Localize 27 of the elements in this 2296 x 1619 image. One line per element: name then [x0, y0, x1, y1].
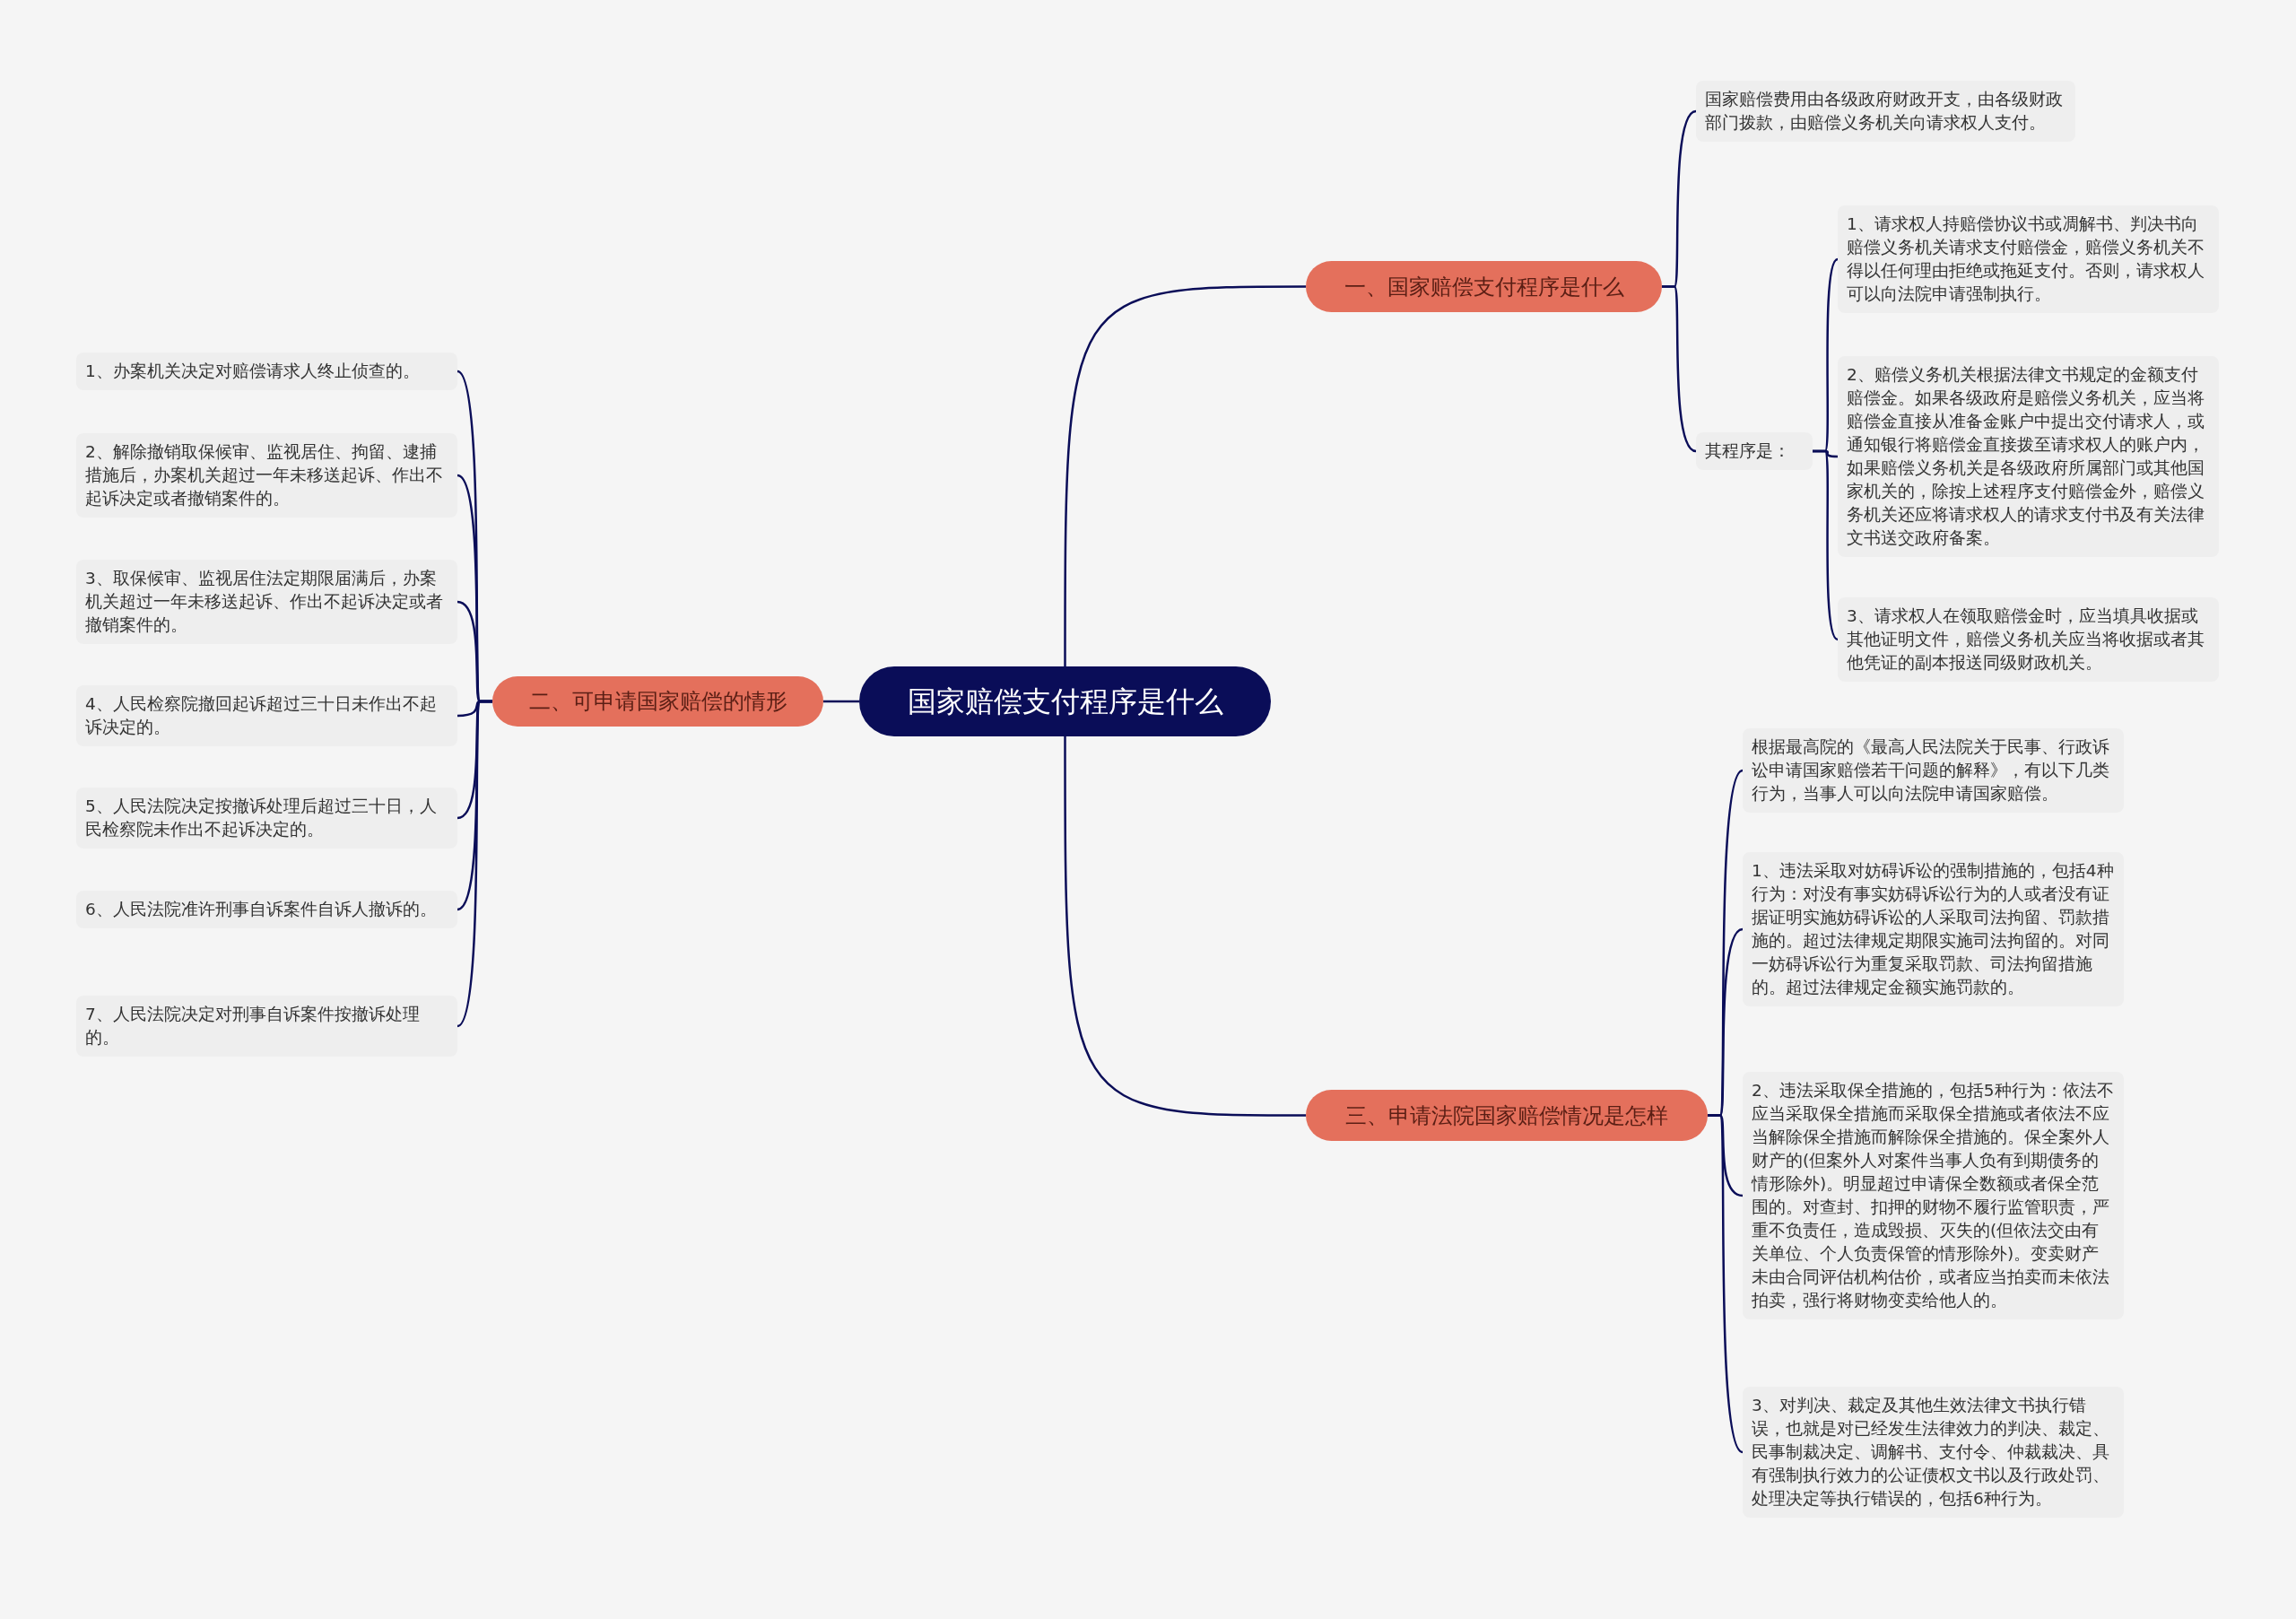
text-card: 3、请求权人在领取赔偿金时，应当填具收据或其他证明文件，赔偿义务机关应当将收据或者其他凭证的副本报送同级财政机关。 [1838, 597, 2219, 682]
connector-line [1064, 736, 1306, 1117]
text-card: 1、办案机关决定对赔偿请求人终止侦查的。 [76, 353, 457, 390]
text-card: 2、违法采取保全措施的，包括5种行为：依法不应当采取保全措施而采取保全措施或者依法不应当解除保全措施而解除保全措施的。保全案外人财产的(但案外人对案件当事人负有到期债务的情形除外)。明显超过申请保全数额或者保全范围的。对查封、扣押的财物不履行监管职责，严重不负责任，造成毁损、灭失的(但依法交由有关单位、个人负责保管的情形除外)。变卖财产未由合同评估机构估价，或者应当拍卖而未依法拍卖，强行将财物变卖给他人的。 [1743, 1072, 2124, 1319]
text-card: 3、对判决、裁定及其他生效法律文书执行错误，也就是对已经发生法律效力的判决、裁定、民事制裁决定、调解书、支付令、仲裁裁决、具有强制执行效力的公证债权文书以及行政处罚、处理决定等执行错误的，包括6种行为。 [1743, 1387, 2124, 1518]
central-topic: 国家赔偿支付程序是什么 [859, 666, 1271, 736]
text-card: 根据最高院的《最高人民法院关于民事、行政诉讼申请国家赔偿若干问题的解释》，有以下几类行为，当事人可以向法院申请国家赔偿。 [1743, 728, 2124, 813]
text-card: 其程序是： [1696, 432, 1813, 470]
text-card: 6、人民法院准许刑事自诉案件自诉人撤诉的。 [76, 891, 457, 928]
text-card: 3、取保候审、监视居住法定期限届满后，办案机关超过一年未移送起诉、作出不起诉决定或者撤销案件的。 [76, 560, 457, 644]
text-card: 2、解除撤销取保候审、监视居住、拘留、逮捕措施后，办案机关超过一年未移送起诉、作出不起诉决定或者撤销案件的。 [76, 433, 457, 518]
connector-line [1708, 1114, 1744, 1453]
text-card: 5、人民法院决定按撤诉处理后超过三十日，人民检察院未作出不起诉决定的。 [76, 788, 457, 849]
text-card: 7、人民法院决定对刑事自诉案件按撤诉处理的。 [76, 996, 457, 1057]
connector-line [457, 700, 492, 1027]
connector-line [823, 700, 859, 703]
branch-topic: 一、国家赔偿支付程序是什么 [1306, 261, 1662, 312]
text-card: 2、赔偿义务机关根据法律文书规定的金额支付赔偿金。如果各级政府是赔偿义务机关，应当将赔偿金直接从准备金账户中提出交付请求人，或通知银行将赔偿金直接拨至请求权人的账户内，如果赔偿义务机关是各级政府所属部门或其他国家机关的，除按上述程序支付赔偿金外，赔偿义务机关还应将请求权人的请求支付书及有关法律文书送交政府备案。 [1838, 356, 2219, 557]
text-card: 4、人民检察院撤回起诉超过三十日未作出不起诉决定的。 [76, 685, 457, 746]
branch-topic: 三、申请法院国家赔偿情况是怎样 [1306, 1090, 1708, 1141]
text-card: 1、请求权人持赔偿协议书或凋解书、判决书向赔偿义务机关请求支付赔偿金，赔偿义务机关不得以任何理由拒绝或拖延支付。否则，请求权人可以向法院申请强制执行。 [1838, 205, 2219, 313]
text-card: 国家赔偿费用由各级政府财政开支，由各级财政部门拨款，由赔偿义务机关向请求权人支付。 [1696, 81, 2075, 142]
branch-topic: 二、可申请国家赔偿的情形 [492, 676, 823, 727]
connector-line [1662, 285, 1697, 453]
text-card: 1、违法采取对妨碍诉讼的强制措施的，包括4种行为：对没有事实妨碍诉讼行为的人或者没有证据证明实施妨碍诉讼的人采取司法拘留、罚款措施的。超过法律规定期限实施司法拘留的。对同一妨碍诉讼行为重复采取罚款、司法拘留措施的。超过法律规定金额实施罚款的。 [1743, 852, 2124, 1006]
connector-line [1064, 285, 1306, 666]
connector-line [1813, 449, 1839, 640]
